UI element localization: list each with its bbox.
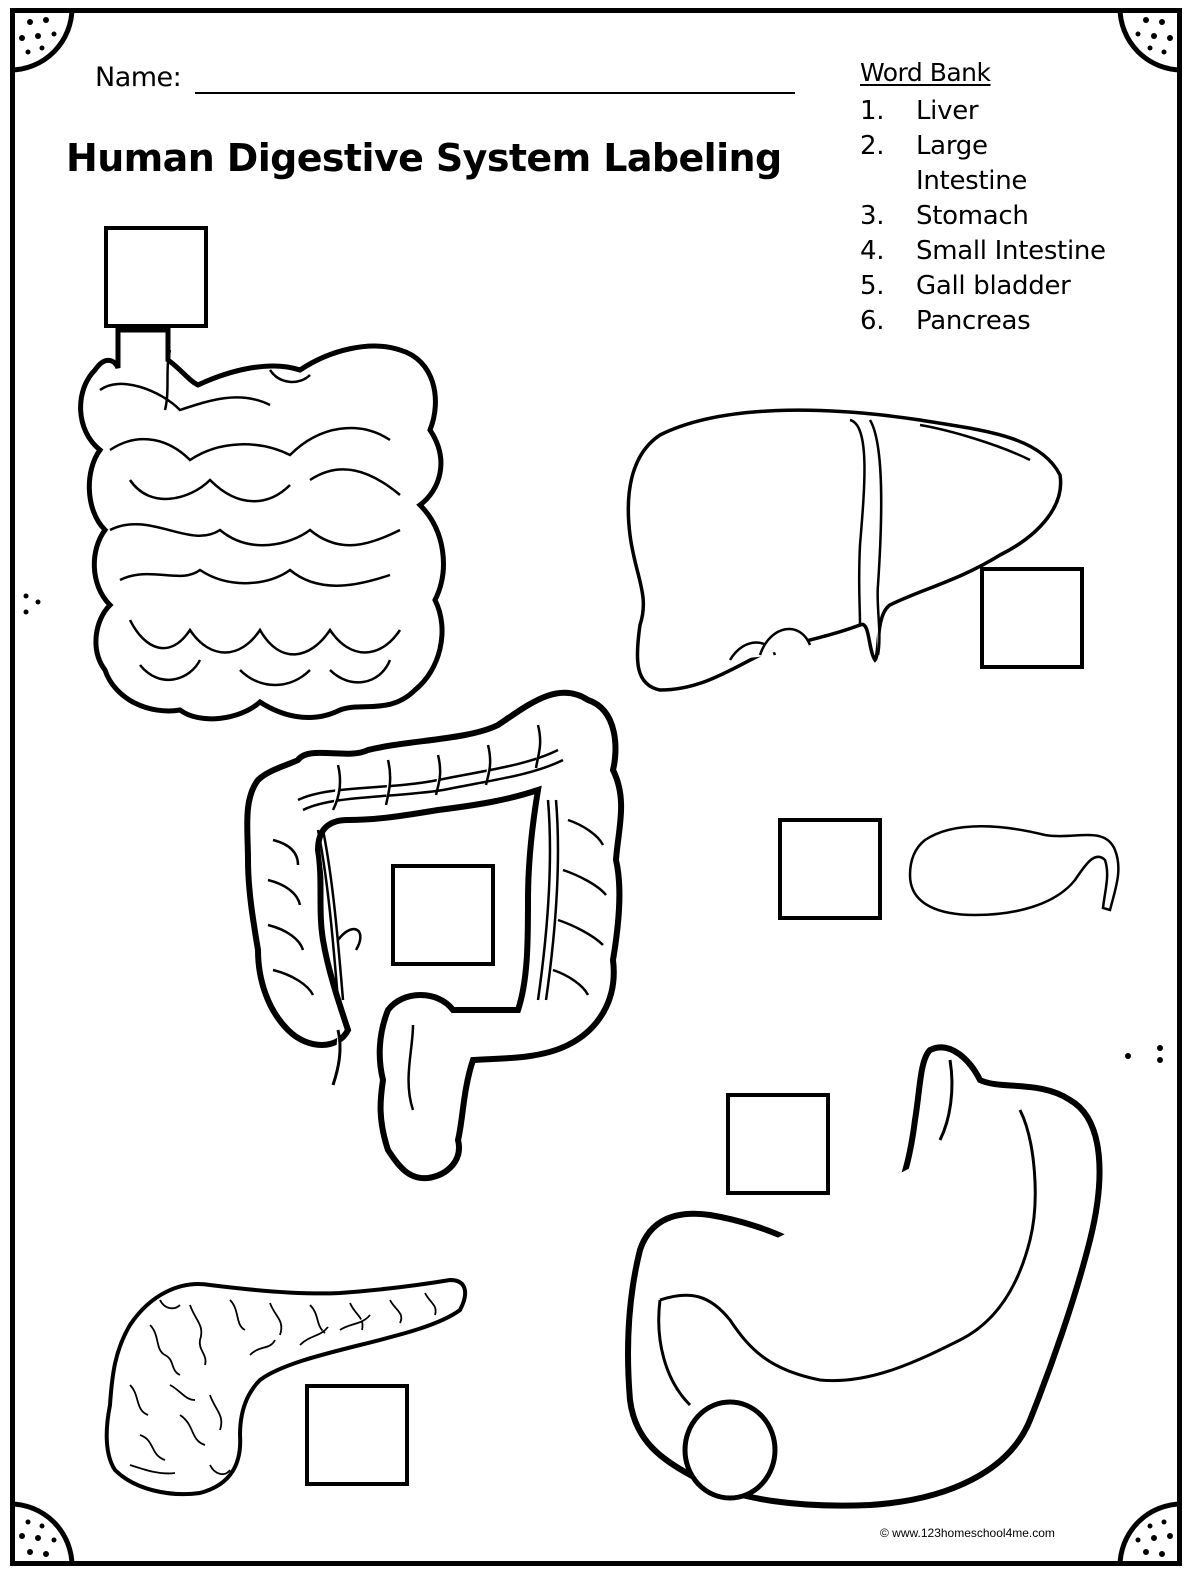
- word-bank-term: Stomach: [916, 201, 1029, 231]
- word-bank-number: 1.: [860, 96, 885, 126]
- corner-decoration-top-right: [1117, 8, 1182, 73]
- side-dots-left: [23, 593, 41, 615]
- corner-decoration-bottom-left: [10, 1501, 75, 1566]
- label-box-gall-bladder[interactable]: [778, 818, 882, 920]
- gall-bladder-illustration: [908, 825, 1120, 917]
- word-bank-item: 4. Small Intestine: [860, 234, 1160, 269]
- word-bank-term: Large Intestine: [916, 131, 1028, 196]
- label-box-pancreas[interactable]: [305, 1384, 409, 1486]
- word-bank-item: 2. Large Intestine: [860, 129, 1160, 199]
- word-bank-number: 4.: [860, 236, 885, 266]
- label-box-small-intestine[interactable]: [104, 226, 208, 328]
- word-bank-number: 6.: [860, 306, 885, 336]
- word-bank-term: Liver: [916, 96, 979, 126]
- word-bank-term: Pancreas: [916, 306, 1031, 336]
- side-dots-right: [1125, 1045, 1163, 1063]
- name-label: Name:: [95, 62, 182, 93]
- name-field[interactable]: Name:: [95, 62, 805, 102]
- word-bank-item: 5. Gall bladder: [860, 269, 1160, 304]
- small-intestine-illustration: [78, 327, 446, 722]
- name-write-line[interactable]: [195, 92, 795, 94]
- large-intestine-illustration: [244, 689, 625, 1182]
- copyright-notice: © www.123homeschool4me.com: [880, 1526, 1055, 1540]
- word-bank-title: Word Bank: [860, 58, 991, 87]
- liver-illustration: [626, 408, 1063, 692]
- word-bank-item: 6. Pancreas: [860, 304, 1160, 339]
- worksheet-title: Human Digestive System Labeling: [66, 136, 782, 180]
- label-box-liver[interactable]: [980, 567, 1084, 669]
- word-bank-number: 5.: [860, 271, 885, 301]
- word-bank-item: 1. Liver: [860, 94, 1160, 129]
- word-bank-term: Small Intestine: [916, 236, 1106, 266]
- label-box-stomach[interactable]: [726, 1093, 830, 1195]
- label-box-large-intestine[interactable]: [391, 864, 495, 966]
- word-bank-term: Gall bladder: [916, 271, 1071, 301]
- stomach-illustration: [625, 1044, 1103, 1509]
- word-bank-number: 3.: [860, 201, 885, 231]
- page-border: [10, 8, 1182, 1566]
- word-bank-item: 3. Stomach: [860, 199, 1160, 234]
- word-bank: Word Bank 1. Liver 2. Large Intestine 3. St…: [860, 58, 1160, 339]
- corner-decoration-top-left: [10, 8, 75, 73]
- word-bank-number: 2.: [860, 131, 885, 161]
- pancreas-illustration: [104, 1277, 468, 1497]
- corner-decoration-bottom-right: [1117, 1501, 1182, 1566]
